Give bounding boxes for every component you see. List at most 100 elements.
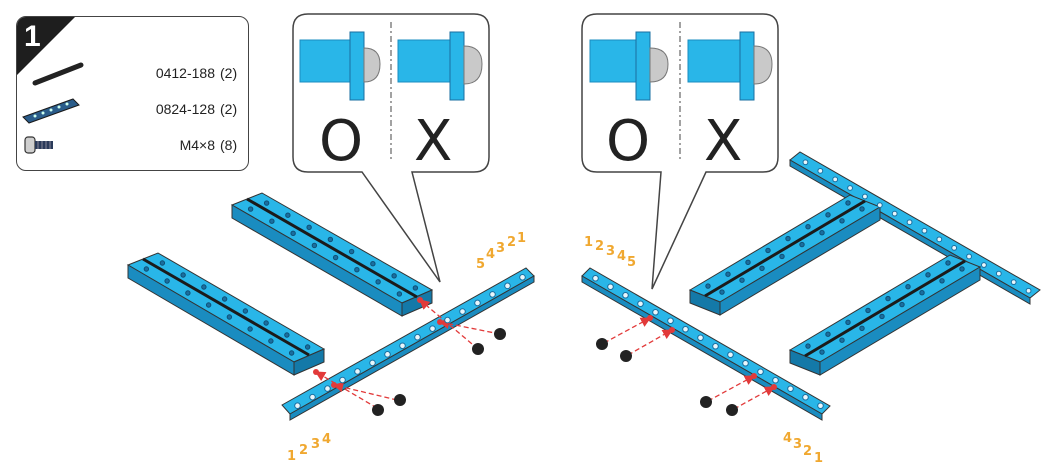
bolt-hole bbox=[474, 299, 481, 307]
bolt-hole bbox=[805, 223, 811, 230]
part-code: 0824-128 bbox=[155, 101, 215, 117]
bolt-hole bbox=[519, 273, 526, 281]
svg-text:4: 4 bbox=[486, 247, 495, 262]
bolt-hole bbox=[817, 402, 824, 410]
bolt-hole bbox=[951, 245, 958, 251]
bolt-hole bbox=[226, 314, 233, 320]
bolt-hole bbox=[799, 241, 805, 248]
bolt-hole bbox=[444, 316, 451, 324]
part-quantity: (8) bbox=[220, 137, 238, 153]
bolt-hole bbox=[802, 159, 809, 166]
bolt-hole bbox=[705, 283, 711, 289]
bolt-hole bbox=[459, 308, 466, 315]
correct-mark: O bbox=[319, 109, 363, 174]
bolt-hole bbox=[667, 317, 674, 325]
bolt-hole bbox=[263, 320, 269, 326]
bolt-hole bbox=[936, 236, 943, 243]
bolt-hole bbox=[221, 296, 228, 302]
screw bbox=[372, 328, 506, 416]
bolt-hole bbox=[324, 385, 331, 392]
left-assembly: 5 4 3 2 1 1 2 3 4 bbox=[126, 192, 535, 464]
bolt-hole bbox=[332, 254, 339, 261]
bolt-hole bbox=[504, 282, 511, 290]
hole-labels-top: 5 4 3 2 1 bbox=[476, 231, 526, 272]
svg-text:2: 2 bbox=[595, 239, 604, 254]
bolt-hole bbox=[719, 289, 725, 295]
bolt-hole bbox=[847, 185, 853, 191]
bolt-hole bbox=[285, 212, 291, 218]
correct-fit-illustration bbox=[589, 31, 669, 101]
bolt-hole bbox=[865, 307, 871, 314]
bolt-hole bbox=[354, 266, 360, 273]
bolt-hole bbox=[832, 176, 839, 183]
slotted-beam bbox=[788, 254, 982, 376]
svg-text:5: 5 bbox=[627, 255, 636, 270]
bolt-hole bbox=[772, 376, 779, 384]
hole-labels-bottom: 4 3 2 1 bbox=[783, 431, 823, 466]
bolt-hole bbox=[1025, 287, 1032, 294]
step-badge bbox=[17, 17, 75, 75]
correct-mark: O bbox=[606, 109, 650, 174]
svg-text:1: 1 bbox=[584, 235, 593, 250]
bolt-hole bbox=[966, 253, 972, 260]
svg-text:3: 3 bbox=[311, 437, 320, 452]
bolt-hole bbox=[727, 351, 734, 359]
bolt-hole bbox=[825, 331, 831, 337]
marked-hole bbox=[417, 297, 423, 303]
bolt-hole bbox=[622, 291, 629, 299]
bolt-hole bbox=[819, 349, 825, 355]
svg-text:4: 4 bbox=[322, 432, 331, 447]
wrong-mark: X bbox=[704, 109, 742, 174]
bolt-hole bbox=[369, 359, 376, 367]
bolt-hole bbox=[742, 359, 749, 367]
bolt-hole bbox=[284, 332, 290, 338]
bolt-hole bbox=[637, 300, 644, 308]
bolt-hole bbox=[263, 200, 270, 206]
bolt-hole bbox=[757, 368, 764, 376]
bolt-hole bbox=[143, 266, 150, 272]
bolt-hole bbox=[879, 313, 885, 320]
marked-hole bbox=[771, 384, 777, 390]
bolt-hole bbox=[1010, 279, 1017, 286]
bolt-hole bbox=[682, 325, 689, 333]
svg-text:1: 1 bbox=[287, 449, 296, 464]
svg-text:2: 2 bbox=[299, 443, 308, 458]
parts-list-panel: 1 0412-188 (2) 0824-128 (2) bbox=[16, 16, 249, 171]
bolt-hole bbox=[354, 368, 361, 375]
bolt-hole bbox=[745, 259, 751, 266]
part-row: 0412-188 (2) bbox=[17, 61, 248, 87]
part-code: M4×8 bbox=[179, 137, 215, 153]
part-quantity: (2) bbox=[220, 101, 238, 117]
bolt-hole bbox=[885, 295, 891, 302]
marked-hole bbox=[437, 319, 443, 325]
bolt-hole bbox=[412, 285, 419, 291]
bolt-hole bbox=[819, 229, 825, 236]
bolt-hole bbox=[785, 235, 791, 242]
bolt-hole bbox=[294, 402, 301, 410]
bolt-hole bbox=[839, 218, 845, 224]
bolt-hole bbox=[309, 393, 316, 401]
bolt-hole bbox=[185, 290, 191, 296]
bolt-hole bbox=[592, 274, 599, 282]
bolt-hole bbox=[652, 308, 659, 316]
bolt-hole bbox=[288, 350, 295, 356]
bolt-hole bbox=[290, 230, 296, 237]
bolt-hole bbox=[725, 271, 731, 277]
svg-text:3: 3 bbox=[496, 241, 505, 256]
bolt-hole bbox=[180, 272, 186, 278]
wrong-mark: X bbox=[414, 109, 452, 174]
bolt-hole bbox=[247, 326, 253, 332]
bolt-hole bbox=[939, 278, 945, 284]
callout-right: O X bbox=[581, 13, 779, 290]
bolt-hole bbox=[327, 236, 334, 243]
bolt-hole bbox=[787, 385, 794, 393]
bolt-hole bbox=[348, 248, 355, 255]
slotted-beam bbox=[230, 192, 434, 317]
bolt-hole bbox=[906, 219, 913, 226]
bolt-hole bbox=[396, 291, 403, 297]
wrong-fit-illustration bbox=[687, 31, 773, 101]
svg-text:4: 4 bbox=[617, 249, 626, 264]
bolt-hole bbox=[862, 193, 868, 200]
bolt-hole bbox=[945, 260, 951, 266]
